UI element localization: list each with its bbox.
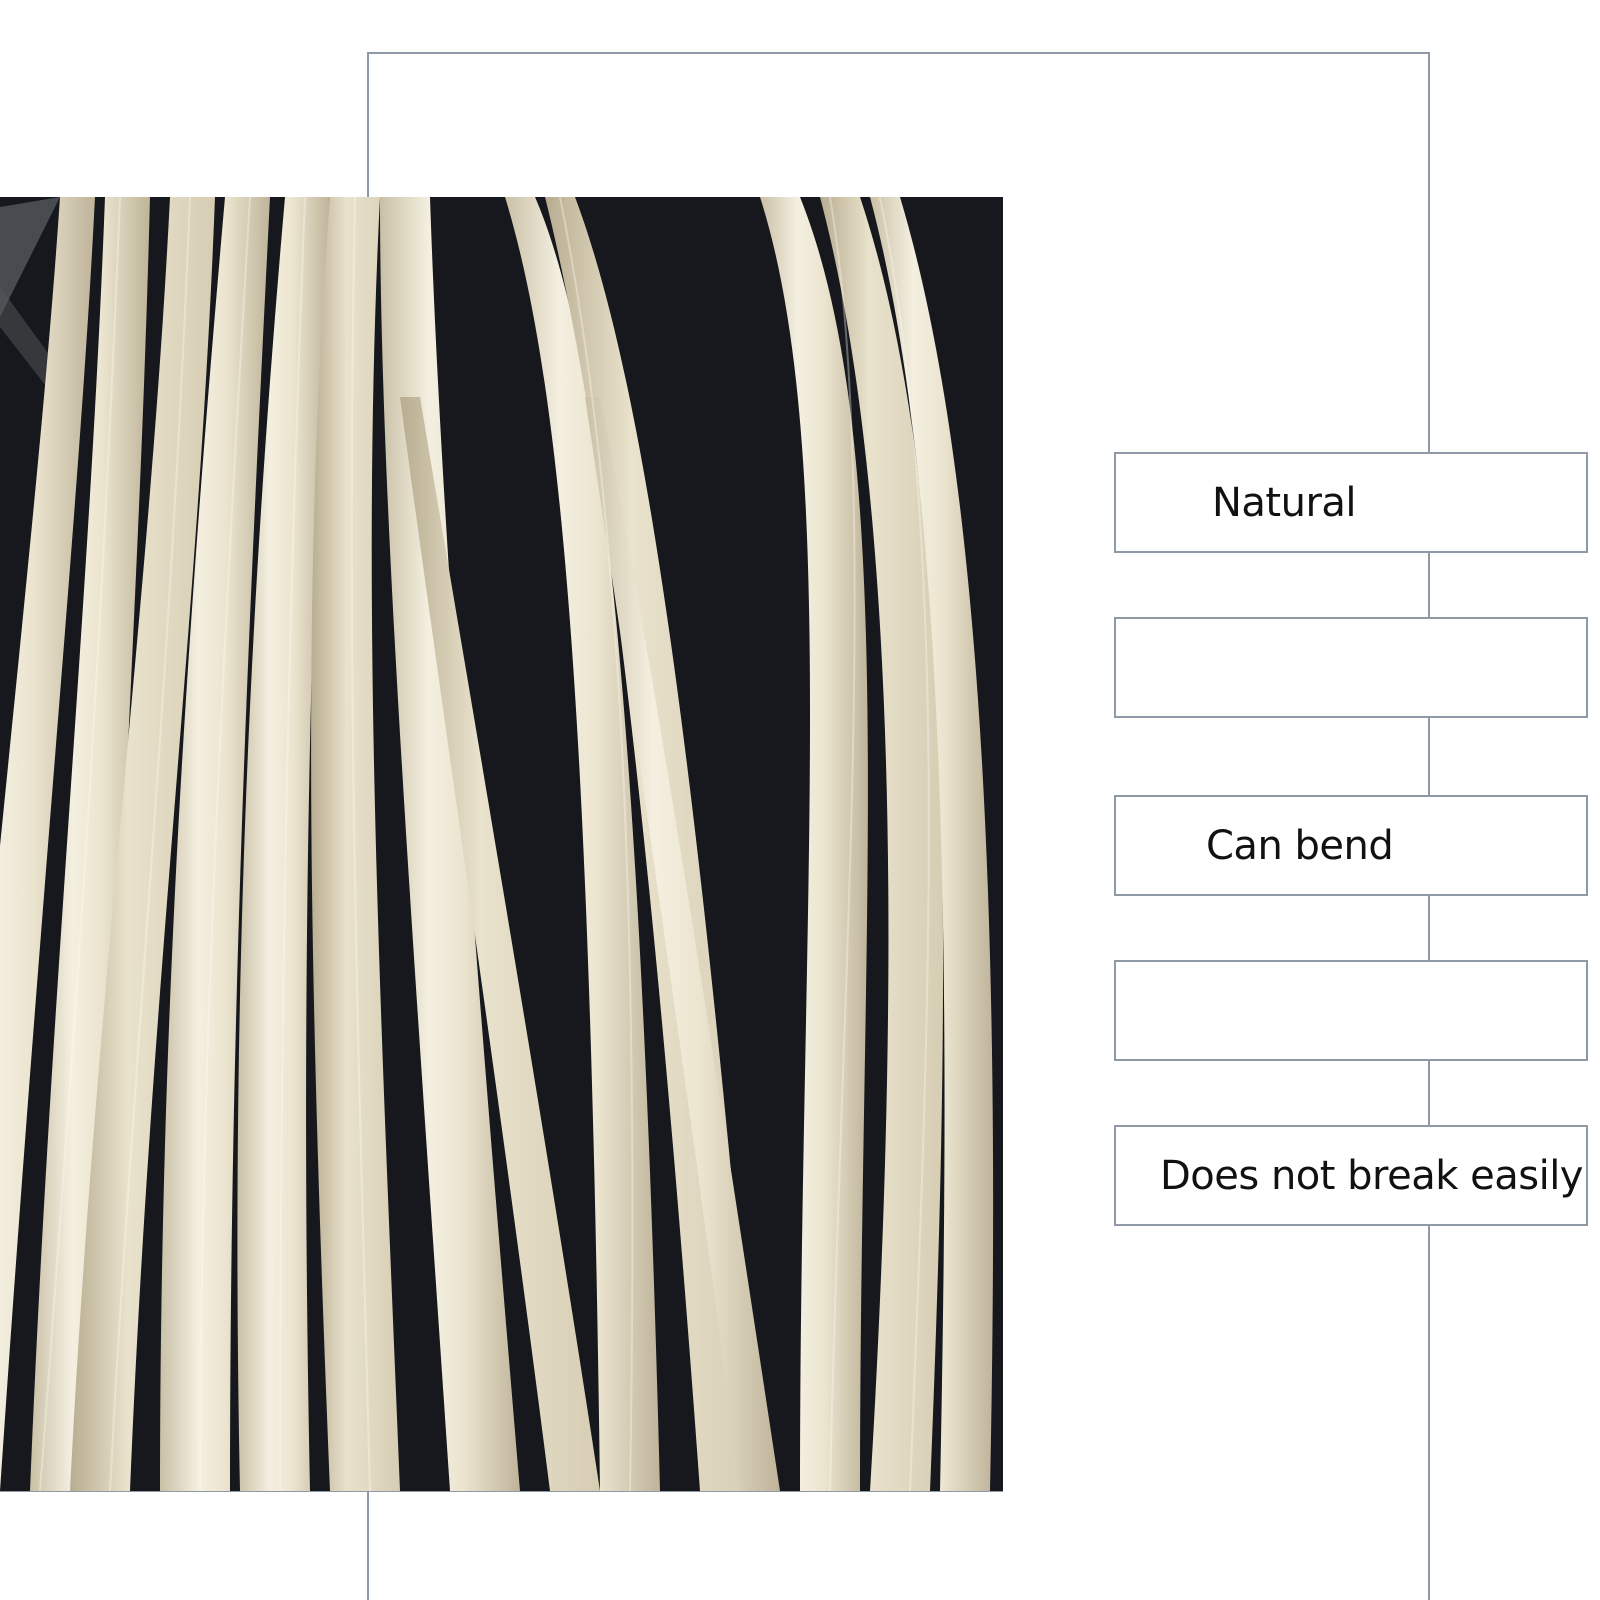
feature-label-does-not-break: Does not break easily	[1160, 1152, 1583, 1199]
rattan-photo	[0, 197, 1003, 1491]
frame-left-line	[367, 52, 369, 198]
feature-box-empty-2	[1114, 960, 1588, 1061]
feature-box-can-bend: Can bend	[1114, 795, 1588, 896]
rattan-photo-svg	[0, 197, 1003, 1491]
feature-box-empty-1	[1114, 617, 1588, 718]
feature-label-can-bend: Can bend	[1206, 822, 1394, 869]
feature-box-does-not-break: Does not break easily	[1114, 1125, 1588, 1226]
feature-label-natural: Natural	[1212, 479, 1357, 526]
feature-box-natural: Natural	[1114, 452, 1588, 553]
frame-left-line-lower	[367, 1490, 369, 1600]
frame-top-line	[367, 52, 1430, 54]
